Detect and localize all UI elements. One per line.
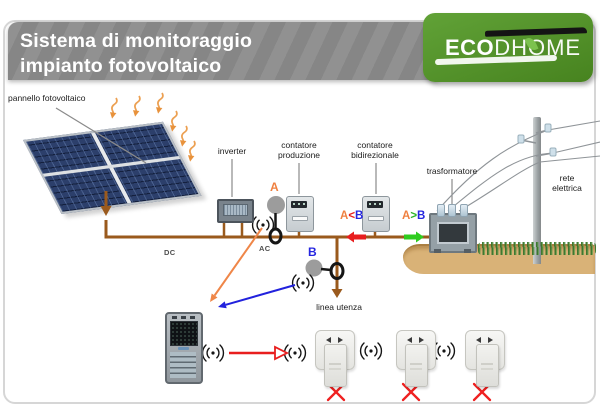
plug-adapter — [324, 344, 347, 387]
meter-slot — [292, 216, 308, 221]
display-brand-mark — [178, 347, 189, 350]
title-banner: Sistema di monitoraggio impianto fotovol… — [8, 22, 438, 80]
grid-label: rete elettrica — [541, 173, 593, 193]
bidirectional-meter-label-1: contatore — [357, 140, 393, 150]
inverter-device — [217, 199, 254, 223]
adapter-label-line — [329, 363, 341, 365]
grid-label-2: elettrica — [552, 182, 582, 193]
adapter-label-line — [481, 368, 493, 370]
transformer-insulator — [437, 204, 445, 217]
transformer-insulator — [448, 204, 456, 217]
bidirectional-meter-label-2: bidirezionale — [351, 149, 399, 160]
ecodhome-logo: ECODHOME — [423, 13, 593, 82]
inverter-label: inverter — [217, 146, 247, 156]
meter-display — [367, 201, 383, 208]
meter-slot — [368, 216, 384, 221]
dc-label: DC — [164, 248, 176, 257]
socket-slot-icon — [476, 337, 481, 343]
socket-slot-icon — [488, 337, 493, 343]
flow-import-a: A — [340, 210, 349, 222]
plug-adapter — [405, 344, 428, 387]
meter-display — [291, 201, 307, 208]
socket-slot-icon — [326, 337, 331, 343]
page-title-line2: impianto fotovoltaico — [20, 55, 222, 77]
transformer-insulator — [460, 204, 468, 217]
ac-label: AC — [259, 244, 271, 253]
production-meter-label-1: contatore — [281, 140, 317, 150]
transformer-label: trasformatore — [426, 166, 478, 176]
smart-plug-3 — [465, 330, 505, 387]
flow-export-a: A — [402, 210, 411, 222]
bidirectional-meter-device — [362, 196, 390, 232]
inverter-screen — [223, 204, 248, 216]
flow-export-label: A>B — [402, 210, 425, 222]
transformer-foot — [434, 249, 441, 253]
ground-grass — [478, 242, 596, 255]
logo-text: ECODHOME — [445, 35, 581, 61]
sensor-b-label: B — [308, 245, 317, 259]
user-line-label: linea utenza — [316, 302, 362, 312]
adapter-label-line — [410, 363, 422, 365]
smart-plug-1 — [315, 330, 355, 387]
production-meter-label-2: produzione — [277, 149, 321, 160]
sensor-a-label: A — [270, 180, 279, 194]
display-top-buttons — [172, 316, 196, 319]
plug-adapter — [476, 344, 499, 387]
energy-display-device — [165, 312, 203, 384]
display-screen — [170, 321, 198, 346]
socket-slot-icon — [338, 337, 343, 343]
transformer-panel — [437, 222, 469, 244]
adapter-label-line — [410, 368, 422, 370]
flow-export-b: B — [417, 210, 426, 222]
flow-import-b: B — [355, 210, 364, 222]
production-meter-device — [286, 196, 314, 232]
flow-import-label: A<B — [340, 210, 363, 222]
adapter-label-line — [329, 368, 341, 370]
socket-slot-icon — [419, 337, 424, 343]
panel-label: pannello fotovoltaico — [8, 93, 86, 103]
transformer-device — [429, 204, 477, 253]
flow-import-op: < — [348, 210, 356, 222]
flow-export-op: > — [410, 210, 418, 222]
adapter-label-line — [481, 363, 493, 365]
smart-plug-2 — [396, 330, 436, 387]
bidirectional-meter-label: contatore bidirezionale — [336, 140, 414, 160]
display-keypad — [170, 352, 196, 378]
page-title-line1: Sistema di monitoraggio — [20, 30, 253, 52]
production-meter-label: contatore produzione — [262, 140, 336, 160]
transformer-foot — [464, 249, 471, 253]
socket-slot-icon — [407, 337, 412, 343]
logo-eco-text: ECO — [445, 35, 495, 60]
